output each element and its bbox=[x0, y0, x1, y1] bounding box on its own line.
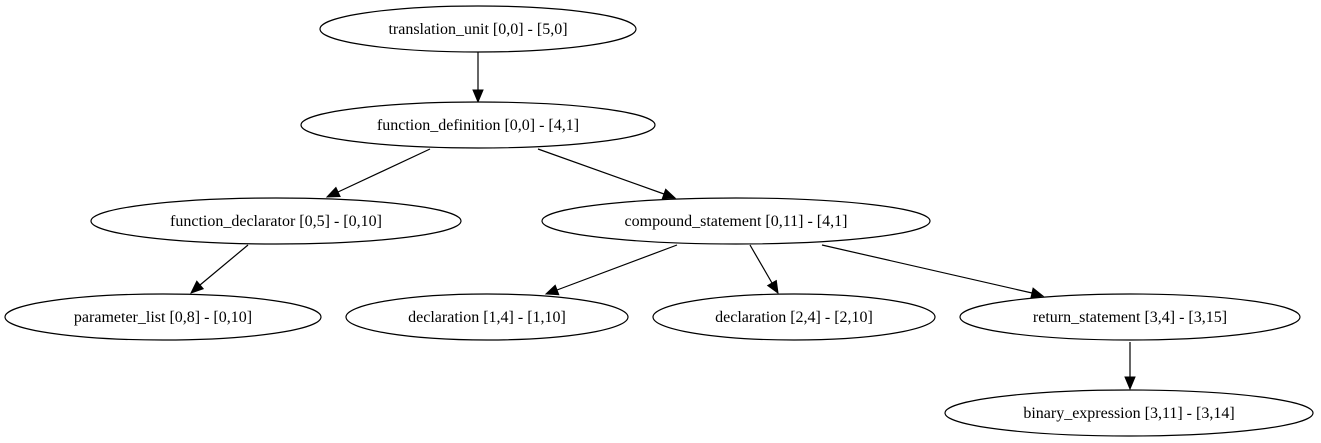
node-declaration-1: declaration [1,4] - [1,10] bbox=[345, 293, 629, 341]
node-label-function-definition: function_definition [0,0] - [4,1] bbox=[377, 117, 579, 134]
node-translation-unit: translation_unit [0,0] - [5,0] bbox=[319, 5, 637, 53]
node-declaration-2: declaration [2,4] - [2,10] bbox=[652, 293, 936, 341]
edge-function-definition-to-compound-statement bbox=[537, 148, 677, 200]
node-return-statement: return_statement [3,4] - [3,15] bbox=[959, 293, 1301, 341]
node-label-translation-unit: translation_unit [0,0] - [5,0] bbox=[388, 21, 567, 38]
edge-function-declarator-to-parameter-list bbox=[190, 244, 249, 294]
node-label-declaration-2: declaration [2,4] - [2,10] bbox=[715, 309, 873, 326]
node-label-declaration-1: declaration [1,4] - [1,10] bbox=[408, 309, 566, 326]
edge-function-definition-to-function-declarator bbox=[325, 148, 431, 198]
node-label-binary-expression: binary_expression [3,11] - [3,14] bbox=[1023, 405, 1234, 422]
node-label-function-declarator: function_declarator [0,5] - [0,10] bbox=[170, 213, 382, 230]
node-label-compound-statement: compound_statement [0,11] - [4,1] bbox=[625, 213, 848, 230]
node-function-definition: function_definition [0,0] - [4,1] bbox=[300, 101, 656, 149]
node-compound-statement: compound_statement [0,11] - [4,1] bbox=[541, 197, 931, 245]
node-function-declarator: function_declarator [0,5] - [0,10] bbox=[90, 197, 462, 245]
node-label-parameter-list: parameter_list [0,8] - [0,10] bbox=[74, 309, 252, 326]
edge-compound-statement-to-return-statement bbox=[821, 244, 1045, 299]
node-layer: translation_unit [0,0] - [5,0] function_… bbox=[4, 5, 1314, 437]
edge-translation-unit-to-function-definition bbox=[472, 52, 484, 104]
node-label-return-statement: return_statement [3,4] - [3,15] bbox=[1033, 309, 1227, 326]
node-parameter-list: parameter_list [0,8] - [0,10] bbox=[4, 293, 322, 341]
edge-return-statement-to-binary-expression bbox=[1124, 342, 1136, 391]
edge-compound-statement-to-declaration-2 bbox=[749, 244, 779, 295]
edge-compound-statement-to-declaration-1 bbox=[544, 244, 678, 296]
edge-layer bbox=[190, 52, 1136, 391]
node-binary-expression: binary_expression [3,11] - [3,14] bbox=[944, 389, 1314, 437]
